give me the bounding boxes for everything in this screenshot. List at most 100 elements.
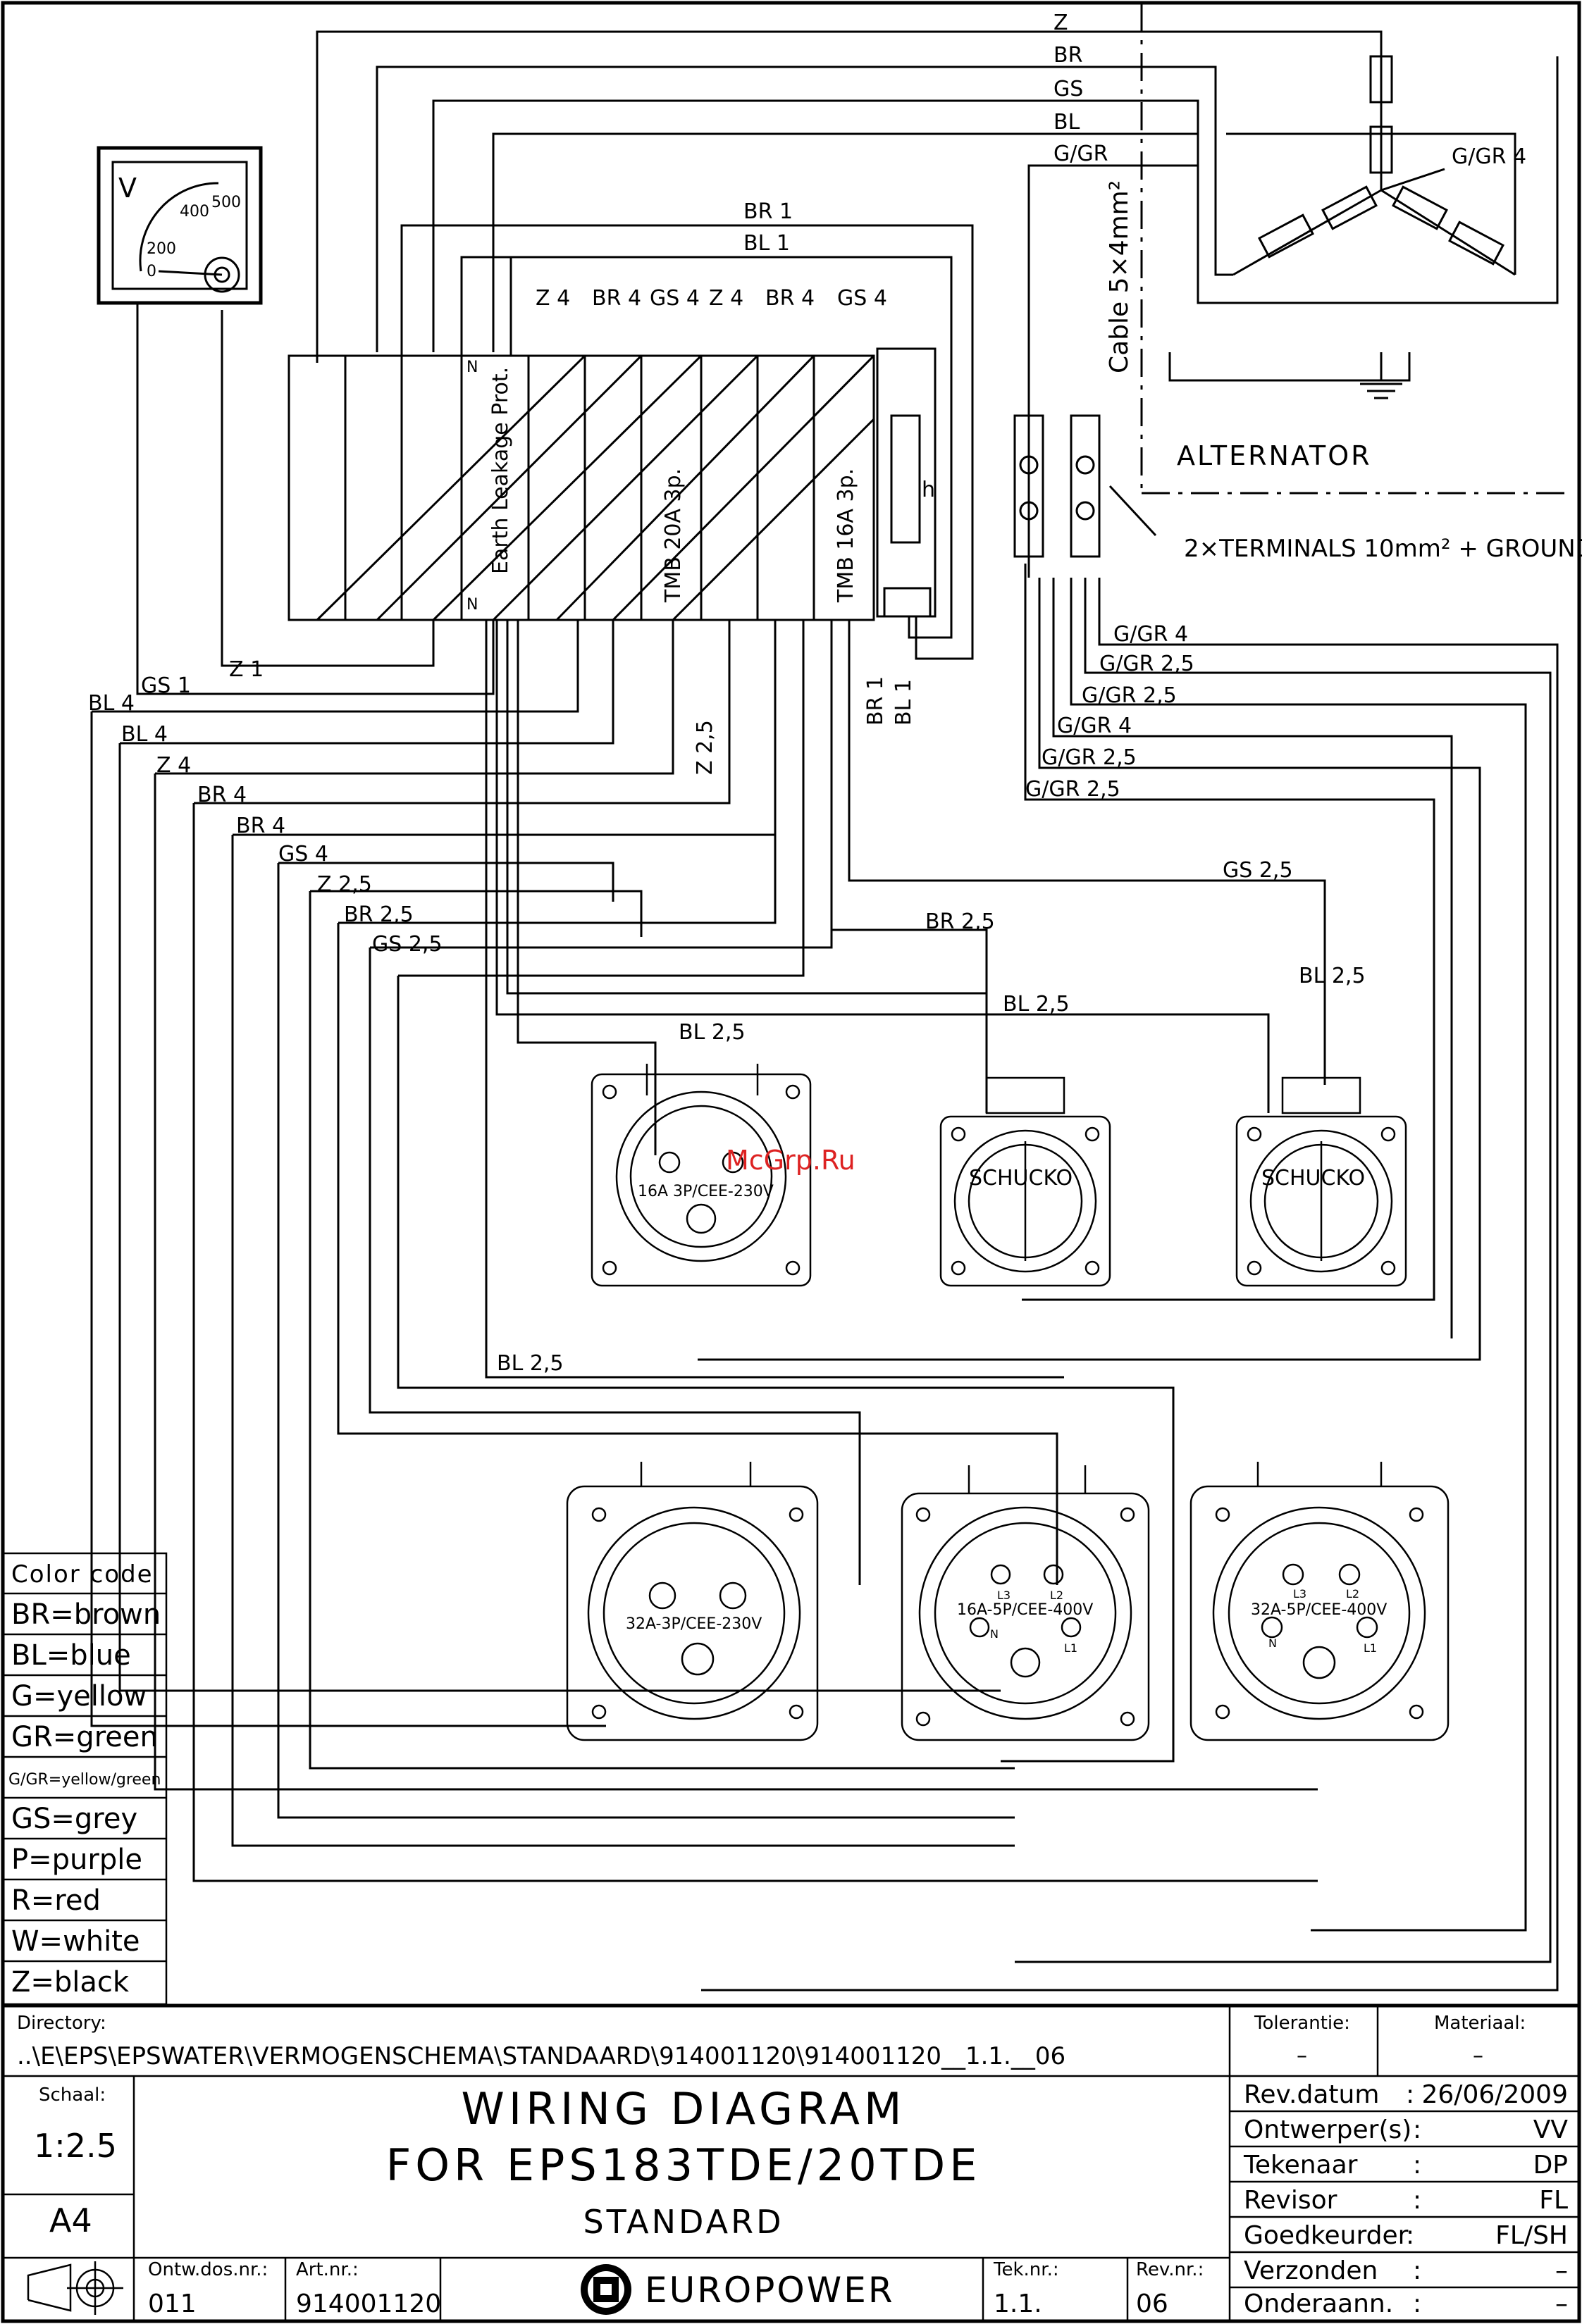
vertical-label-br1: BR 1 bbox=[863, 676, 888, 726]
left-label-gs4: GS 4 bbox=[278, 842, 328, 866]
mid-label-bl25-b: BL 2,5 bbox=[1003, 992, 1070, 1017]
rev-datum-value: 26/06/2009 bbox=[1422, 2080, 1569, 2109]
voltmeter-tick-500: 500 bbox=[211, 194, 241, 211]
verzonden-sep: : bbox=[1413, 2256, 1421, 2285]
watermark: McGrp.Ru bbox=[726, 1145, 855, 1176]
pin-l1-b: L1 bbox=[1364, 1641, 1377, 1655]
vertical-label-bl1: BL 1 bbox=[891, 679, 916, 726]
feed-label-ggr: G/GR bbox=[1053, 142, 1108, 166]
left-label-bl4-a: BL 4 bbox=[88, 691, 135, 716]
onderaann-key: Onderaann. bbox=[1244, 2289, 1393, 2318]
color-code-red: R=red bbox=[11, 1884, 101, 1917]
feed-label-br: BR bbox=[1053, 43, 1082, 68]
color-code-yellow: G=yellow bbox=[11, 1680, 147, 1713]
verzonden-value: – bbox=[1555, 2256, 1568, 2285]
socket-32a-400v-label: 32A-5P/CEE-400V bbox=[1251, 1601, 1387, 1619]
tolerantie-label: Tolerantie: bbox=[1254, 2013, 1350, 2034]
ground-wires bbox=[698, 564, 1559, 1991]
mid-label-bl25-a: BL 2,5 bbox=[1299, 964, 1366, 988]
socket-16a-400v-label: 16A-5P/CEE-400V bbox=[957, 1601, 1093, 1619]
vertical-label-z25: Z 2,5 bbox=[693, 720, 717, 775]
mid-label-br25: BR 2,5 bbox=[925, 909, 995, 934]
revisor-key: Revisor bbox=[1244, 2186, 1337, 2215]
ontwerper-sep: : bbox=[1413, 2115, 1421, 2144]
format-value: A4 bbox=[49, 2201, 92, 2239]
projection-symbol-icon bbox=[27, 2261, 123, 2315]
pin-l3-a: L3 bbox=[997, 1589, 1011, 1602]
verzonden-key: Verzonden bbox=[1244, 2256, 1378, 2285]
pin-l3-b: L3 bbox=[1293, 1587, 1306, 1601]
rev-label: Rev.nr.: bbox=[1136, 2259, 1204, 2280]
materiaal-value: – bbox=[1473, 2044, 1483, 2068]
onderaann-sep: : bbox=[1413, 2289, 1421, 2318]
schaal-value: 1:2.5 bbox=[34, 2127, 117, 2165]
n-bottom-mark: N bbox=[466, 596, 478, 614]
ontw-value: 011 bbox=[148, 2289, 197, 2318]
tek-value: 1.1. bbox=[994, 2289, 1042, 2318]
left-bundle-wires bbox=[90, 303, 1326, 1882]
tek-label: Tek.nr.: bbox=[993, 2259, 1059, 2280]
europower-logo-icon bbox=[581, 2264, 631, 2315]
feed-label-gs: GS bbox=[1053, 77, 1083, 101]
tolerantie-value: – bbox=[1297, 2044, 1307, 2068]
socket-32a-230v bbox=[566, 1462, 819, 1741]
n-top-mark: N bbox=[466, 359, 478, 376]
tekenaar-sep: : bbox=[1413, 2151, 1421, 2180]
pin-n-b: N bbox=[1268, 1636, 1277, 1650]
feed-label-z: Z bbox=[1053, 11, 1068, 35]
color-code-white: W=white bbox=[11, 1925, 140, 1958]
voltmeter-tick-0: 0 bbox=[147, 263, 156, 280]
alternator-feed-wires bbox=[316, 30, 1559, 578]
ground-label-6: G/GR 2,5 bbox=[1025, 777, 1120, 802]
art-label: Art.nr.: bbox=[296, 2259, 359, 2280]
ground-label-1: G/GR 4 bbox=[1113, 622, 1188, 647]
pin-l2-b: L2 bbox=[1346, 1587, 1359, 1601]
directory-label: Directory: bbox=[17, 2013, 106, 2034]
board-label-z4-a: Z 4 bbox=[536, 286, 570, 311]
company-name: EUROPOWER bbox=[645, 2270, 895, 2311]
alternator-label: ALTERNATOR bbox=[1177, 440, 1372, 471]
left-label-br25: BR 2,5 bbox=[344, 902, 414, 927]
ground-label-4: G/GR 4 bbox=[1057, 714, 1132, 738]
revisor-value: FL bbox=[1539, 2186, 1568, 2215]
drawing-title-line3: STANDARD bbox=[583, 2203, 784, 2241]
tmb20-label: TMB 20A 3p. bbox=[661, 468, 686, 603]
phase-wires bbox=[400, 224, 974, 660]
board-label-z4-b: Z 4 bbox=[709, 286, 743, 311]
ground-terminals bbox=[1013, 414, 1157, 558]
left-label-z25: Z 2,5 bbox=[317, 872, 372, 897]
board-label-gs4-b: GS 4 bbox=[837, 286, 887, 311]
left-label-z1: Z 1 bbox=[229, 657, 264, 682]
pin-l2-a: L2 bbox=[1050, 1589, 1063, 1602]
color-code-yellow-green: G/GR=yellow/green bbox=[8, 1771, 161, 1789]
earth-leakage-label: Earth Leakage Prot. bbox=[488, 367, 513, 574]
socket-16a-400v bbox=[901, 1465, 1150, 1741]
title-block bbox=[1, 2003, 1581, 2323]
color-code-heading: Color code bbox=[11, 1560, 154, 1589]
goedkeurder-sep: : bbox=[1406, 2221, 1414, 2250]
goedkeurder-value: FL/SH bbox=[1495, 2221, 1568, 2250]
voltmeter bbox=[97, 146, 263, 305]
socket-16a-230v-label: 16A 3P/CEE-230V bbox=[638, 1183, 774, 1200]
phase-label-br1: BR 1 bbox=[743, 199, 793, 224]
hours-mark: h bbox=[922, 478, 935, 502]
ontw-label: Ontw.dos.nr.: bbox=[148, 2259, 268, 2280]
rev-datum-key: Rev.datum bbox=[1244, 2080, 1379, 2109]
mid-label-gs25: GS 2,5 bbox=[1223, 858, 1293, 883]
mid-label-bl25-d: BL 2,5 bbox=[497, 1351, 564, 1376]
revisor-sep: : bbox=[1413, 2186, 1421, 2215]
mid-label-bl25-c: BL 2,5 bbox=[679, 1020, 746, 1045]
feed-label-bl: BL bbox=[1053, 110, 1080, 135]
socket-schuko-1-label: SCHUCKO bbox=[969, 1166, 1073, 1191]
rev-value: 06 bbox=[1136, 2289, 1168, 2318]
ontwerper-value: VV bbox=[1533, 2115, 1569, 2144]
board-label-br4-a: BR 4 bbox=[592, 286, 641, 311]
ontwerper-key: Ontwerper(s) bbox=[1244, 2115, 1411, 2144]
socket-16a-230v bbox=[591, 1064, 812, 1287]
left-label-gs1: GS 1 bbox=[141, 673, 191, 698]
color-code-black: Z=black bbox=[11, 1966, 130, 1999]
materiaal-label: Materiaal: bbox=[1434, 2013, 1526, 2034]
breaker-board bbox=[288, 347, 937, 621]
left-label-gs25: GS 2,5 bbox=[372, 932, 443, 957]
